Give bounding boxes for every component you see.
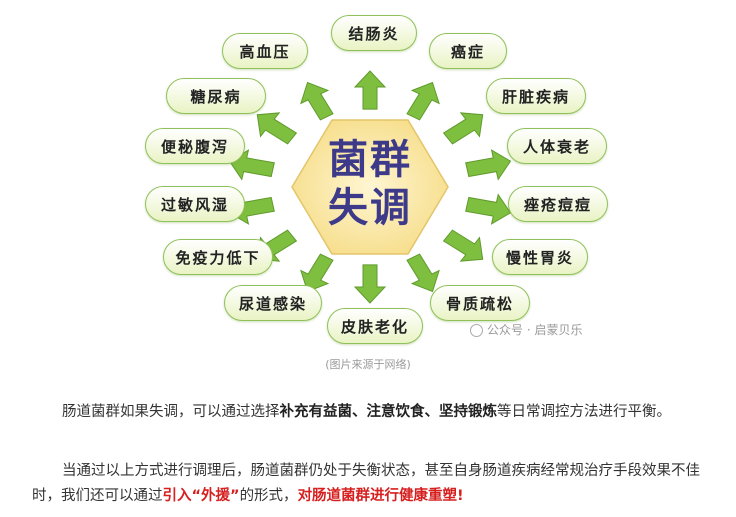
center-title: 菌群 失调 xyxy=(290,136,450,232)
wechat-icon xyxy=(470,324,483,337)
center-hexagon: 菌群 失调 xyxy=(290,118,450,256)
watermark: 公众号 · 启蒙贝乐 xyxy=(470,321,582,338)
disease-pill-immunity: 免疫力低下 xyxy=(163,239,273,275)
p2-text-a: 当通过以上方式进行调理后，肠道菌群仍处于失衡状态，甚至自身肠道疾病经常规治疗手段… xyxy=(32,463,700,504)
disease-pill-aging: 人体衰老 xyxy=(507,128,607,164)
arrow-8 xyxy=(300,253,334,293)
arrow-6 xyxy=(406,253,440,293)
disease-pill-gastritis: 慢性胃炎 xyxy=(492,239,588,275)
disease-pill-hypertension: 高血压 xyxy=(222,33,308,69)
disease-pill-urinary: 尿道感染 xyxy=(224,285,322,321)
p1-text-c: 等日常调控方法进行平衡。 xyxy=(497,404,671,420)
arrow-13 xyxy=(300,81,334,121)
disease-pill-liver: 肝脏疾病 xyxy=(486,78,586,114)
p1-emphasis: 补充有益菌、注意饮食、坚持锻炼 xyxy=(279,404,498,420)
arrow-4 xyxy=(465,193,512,225)
arrow-7 xyxy=(353,264,387,304)
disease-pill-constipation: 便秘腹泻 xyxy=(145,128,245,164)
hexagon-shape xyxy=(291,119,449,255)
arrows-layer xyxy=(228,70,512,304)
watermark-text: 公众号 · 启蒙贝乐 xyxy=(487,323,583,337)
disease-pill-diabetes: 糖尿病 xyxy=(166,78,266,114)
arrow-5 xyxy=(442,229,484,262)
p2-text-c: 的形式， xyxy=(239,488,298,504)
arrow-2 xyxy=(442,112,484,145)
disease-pill-acne: 痤疮痘痘 xyxy=(508,186,608,222)
p1-text-a: 肠道菌群如果失调，可以通过选择 xyxy=(62,404,280,420)
arrow-12 xyxy=(256,112,298,145)
p2-highlight-reshape: 对肠道菌群进行健康重塑! xyxy=(297,488,464,504)
arrow-1 xyxy=(406,81,440,121)
disease-pill-osteoporosis: 骨质疏松 xyxy=(430,285,530,321)
paragraph-1: 肠道菌群如果失调，可以通过选择补充有益菌、注意饮食、坚持锻炼等日常调控方法进行平… xyxy=(32,400,712,425)
center-title-line1: 菌群 xyxy=(328,137,412,183)
center-title-line2: 失调 xyxy=(328,185,412,231)
arrow-0 xyxy=(353,70,387,110)
image-caption: (图片来源于网络) xyxy=(325,358,411,371)
arrow-3 xyxy=(465,149,512,181)
paragraph-2: 当通过以上方式进行调理后，肠道菌群仍处于失衡状态，甚至自身肠道疾病经常规治疗手段… xyxy=(32,459,712,509)
disease-pill-allergy: 过敏风湿 xyxy=(145,186,245,222)
disease-pill-cancer: 癌症 xyxy=(429,33,507,69)
disease-pill-skin-aging: 皮肤老化 xyxy=(327,308,423,344)
disease-pill-colitis: 结肠炎 xyxy=(331,15,417,51)
p2-highlight-outside-help: 引入“外援” xyxy=(162,488,240,504)
